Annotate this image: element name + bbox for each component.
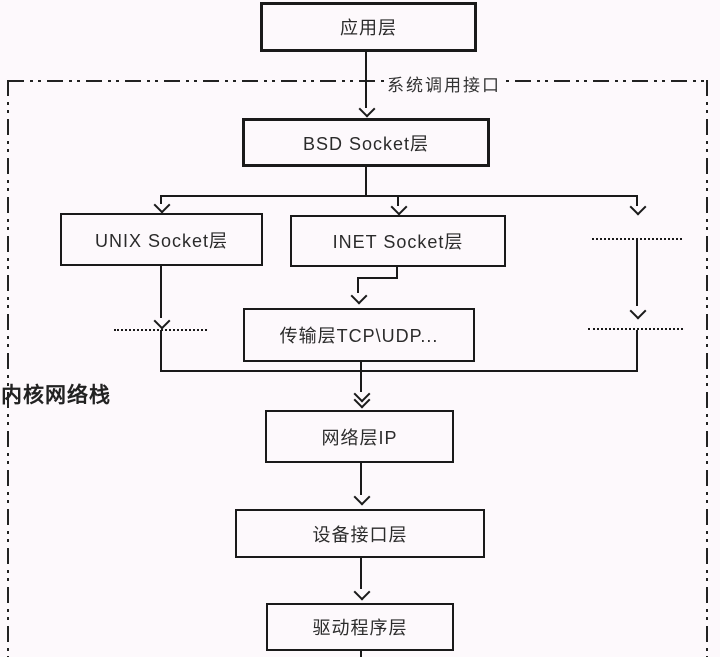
- connector-inet-jog: [357, 277, 398, 279]
- arrowhead-branch-unix: [153, 196, 171, 214]
- kernel-stack-label: 内核网络栈: [1, 384, 111, 407]
- ellipsis-right-lower: [588, 328, 683, 330]
- node-device-interface-layer: 设备接口层: [235, 509, 485, 558]
- node-bsd-socket-layer: BSD Socket层: [242, 118, 490, 167]
- kernel-stack-boundary-right: [706, 80, 708, 657]
- node-transport-layer: 传输层TCP\UDP...: [243, 308, 475, 362]
- connector-branch-other: [636, 195, 638, 206]
- connector-left-down: [160, 330, 162, 372]
- arrowhead-other-down: [629, 302, 647, 320]
- connector-merge-bar: [160, 370, 638, 372]
- connector-branch-unix: [160, 195, 162, 204]
- connector-device-driver: [360, 558, 362, 589]
- arrowhead-app-bsd: [358, 100, 376, 118]
- connector-inet-stub: [396, 267, 398, 279]
- ellipsis-right-upper: [592, 238, 682, 240]
- kernel-stack-boundary-left: [7, 80, 9, 657]
- connector-right-down: [636, 330, 638, 372]
- arrowhead-inet-transport: [350, 287, 368, 305]
- arrowhead-unix-ellipsis: [153, 312, 171, 330]
- kernel-stack-boundary-top: [8, 80, 708, 82]
- connector-unix-ellipsis: [160, 266, 162, 318]
- connector-bsd-stub: [365, 166, 367, 197]
- connector-network-device: [360, 463, 362, 495]
- arrowhead-branch-inet: [390, 198, 408, 216]
- connector-app-bsd: [365, 52, 367, 108]
- node-network-layer: 网络层IP: [265, 410, 454, 463]
- syscall-interface-label: 系统调用接口: [384, 71, 504, 96]
- arrowhead-device-driver: [353, 583, 371, 601]
- connector-driver-out: [360, 651, 362, 657]
- node-driver-layer: 驱动程序层: [266, 603, 454, 651]
- arrowhead-branch-other: [629, 198, 647, 216]
- connector-branch-inet: [397, 195, 399, 206]
- connector-other-down: [636, 240, 638, 306]
- connector-inet-transport: [357, 277, 359, 293]
- arrowhead-network-device: [353, 488, 371, 506]
- node-unix-socket-layer: UNIX Socket层: [60, 213, 263, 266]
- node-application-layer: 应用层: [260, 2, 477, 52]
- connector-branch-bar: [160, 195, 638, 197]
- node-inet-socket-layer: INET Socket层: [290, 215, 506, 267]
- connector-transport-network: [360, 362, 362, 392]
